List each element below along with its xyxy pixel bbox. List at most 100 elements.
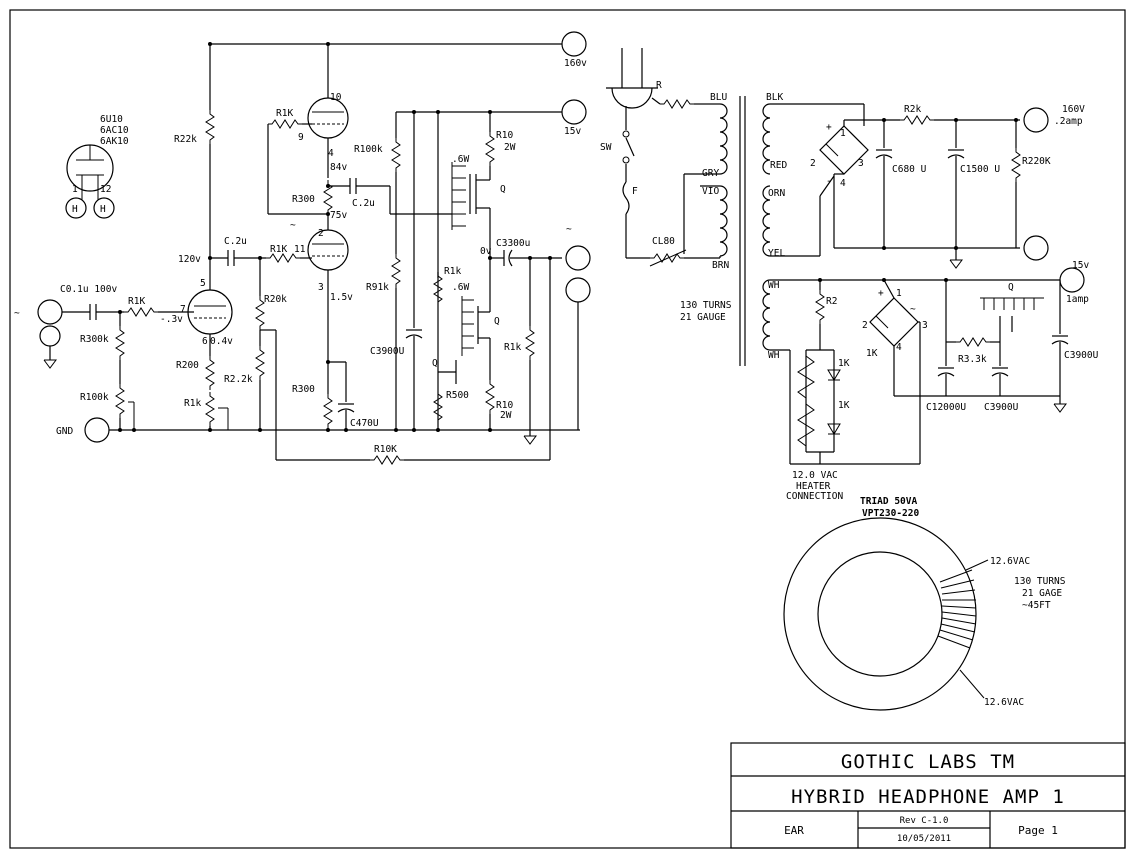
label-q-top: Q bbox=[500, 184, 506, 195]
label-q-low: Q bbox=[432, 358, 438, 369]
label-r100k-out: R100k bbox=[354, 144, 383, 155]
label-r22k: R22k bbox=[174, 134, 197, 145]
label-1amp: 1amp bbox=[1066, 294, 1089, 305]
lv-bridge-ac: ~ bbox=[910, 304, 916, 315]
label-2w-top: 2W bbox=[504, 142, 516, 153]
drawing-title: HYBRID HEADPHONE AMP 1 bbox=[791, 786, 1065, 808]
designer: EAR bbox=[784, 824, 804, 837]
label-84v: 84v bbox=[330, 162, 347, 173]
terminal-160v bbox=[561, 31, 587, 57]
pin4: 4 bbox=[328, 148, 334, 159]
label-wh-bot: WH bbox=[768, 350, 780, 361]
tilde-mid: ~ bbox=[290, 220, 296, 231]
hv-bridge-pin1: 1 bbox=[840, 128, 846, 139]
label-c3900u-out: C3900U bbox=[370, 346, 405, 357]
label-led-r2: 1K bbox=[838, 400, 850, 411]
transformer-secondary bbox=[762, 103, 771, 351]
label-120v: 120v bbox=[178, 254, 201, 265]
label-yel: YEL bbox=[768, 248, 785, 259]
tube1 bbox=[187, 289, 233, 335]
terminal-out-2 bbox=[565, 277, 591, 303]
label-2w-bot: 2W bbox=[500, 410, 512, 421]
label-input-r1k: R1K bbox=[128, 296, 145, 307]
hv-bridge-minus: - bbox=[826, 176, 832, 187]
label-r300-mid: R300 bbox=[292, 194, 315, 205]
output-tilde: ~ bbox=[566, 224, 572, 235]
label-c2u-mid: C.2u bbox=[352, 198, 375, 209]
pin7: 7 bbox=[180, 304, 186, 315]
company-name: GOTHIC LABS TM bbox=[841, 751, 1015, 773]
regulator-heatsink bbox=[980, 297, 1044, 310]
hv-bridge-pin2: 2 bbox=[810, 158, 816, 169]
pin2: 2 bbox=[318, 228, 324, 239]
tube-type-1: 6U10 bbox=[100, 114, 123, 125]
label-r10-top: R10 bbox=[496, 130, 513, 141]
label-gnd: GND bbox=[56, 426, 73, 437]
label-led-r1: 1K bbox=[838, 358, 850, 369]
label-r300k: R300k bbox=[80, 334, 109, 345]
label-2amp: .2amp bbox=[1054, 116, 1083, 127]
page-number: Page 1 bbox=[1018, 824, 1058, 837]
label-160v-supply: 160V bbox=[1062, 104, 1085, 115]
terminal-15v bbox=[561, 99, 587, 125]
label-r2: R2 bbox=[826, 296, 837, 307]
gnd-terminal bbox=[84, 417, 110, 443]
label-r1k-mid: R1k bbox=[444, 266, 461, 277]
terminal-160v-gnd bbox=[1023, 235, 1049, 261]
label-6w-mid: .6W bbox=[452, 282, 469, 293]
label-r200: R200 bbox=[176, 360, 199, 371]
label-r220k: R220K bbox=[1022, 156, 1051, 167]
label-r22k-grid: R2.2k bbox=[224, 374, 253, 385]
lv-bridge-pin4: 4 bbox=[896, 342, 902, 353]
label-vio: VIO bbox=[702, 186, 719, 197]
label-160v: 160v bbox=[564, 58, 587, 69]
label-r10-bot: R10 bbox=[496, 400, 513, 411]
label-red: RED bbox=[770, 160, 787, 171]
label-orn: ORN bbox=[768, 188, 785, 199]
lv-bridge-pin1: 1 bbox=[896, 288, 902, 299]
lv-bridge-pin3: 3 bbox=[922, 320, 928, 331]
tube-type-3: 6AK10 bbox=[100, 136, 129, 147]
heater-note-1: 12.0 VAC bbox=[792, 470, 838, 481]
label-q-mid: Q bbox=[494, 316, 500, 327]
heater-note-3: CONNECTION bbox=[786, 491, 843, 502]
toroid-note-3: ~45FT bbox=[1022, 600, 1051, 611]
tube-type-2: 6AC10 bbox=[100, 125, 129, 136]
hv-bridge-plus: + bbox=[826, 122, 832, 133]
heater-label-1: H bbox=[72, 204, 78, 215]
toroid-model: VPT230-220 bbox=[862, 508, 919, 519]
toroid-tap-bot: 12.6VAC bbox=[984, 697, 1024, 708]
toroid-outer bbox=[783, 517, 977, 711]
label-r1k-pot: R1k bbox=[184, 398, 201, 409]
tube2-bottom bbox=[307, 229, 349, 271]
terminal-160v-out bbox=[1023, 107, 1049, 133]
label-gry: GRY bbox=[702, 168, 719, 179]
mains-plug bbox=[606, 48, 658, 109]
terminal-15v-out bbox=[1059, 267, 1085, 293]
lv-bridge-pin2: 2 bbox=[862, 320, 868, 331]
label-130-turns: 130 TURNS bbox=[680, 300, 732, 311]
hv-bridge-pin4: 4 bbox=[840, 178, 846, 189]
label-c3900-c: C3900U bbox=[1064, 350, 1099, 361]
label-r100k-in: R100k bbox=[80, 392, 109, 403]
label-r91k: R91k bbox=[366, 282, 389, 293]
pin10: 10 bbox=[330, 92, 342, 103]
toroid-note-2: 21 GAGE bbox=[1022, 588, 1062, 599]
label-r10k-fb: R10K bbox=[374, 444, 397, 455]
heater-label-2: H bbox=[100, 204, 106, 215]
pin6: 6 bbox=[202, 336, 208, 347]
label-r300-cath: R300 bbox=[292, 384, 315, 395]
label-r20k: R20k bbox=[264, 294, 287, 305]
label-input-cap: C0.1u 100v bbox=[60, 284, 117, 295]
pin9: 9 bbox=[298, 132, 304, 143]
label-75v: 75v bbox=[330, 210, 347, 221]
label-0v: 0v bbox=[480, 246, 492, 257]
legend-pin1: 1 bbox=[72, 184, 78, 195]
label-q-reg: Q bbox=[1008, 282, 1014, 293]
revision: Rev C-1.0 bbox=[900, 816, 949, 826]
input-terminal bbox=[37, 299, 63, 325]
label-r2k: R2k bbox=[904, 104, 921, 115]
label-c3300u: C3300u bbox=[496, 238, 530, 249]
terminal-out-1 bbox=[565, 245, 591, 271]
